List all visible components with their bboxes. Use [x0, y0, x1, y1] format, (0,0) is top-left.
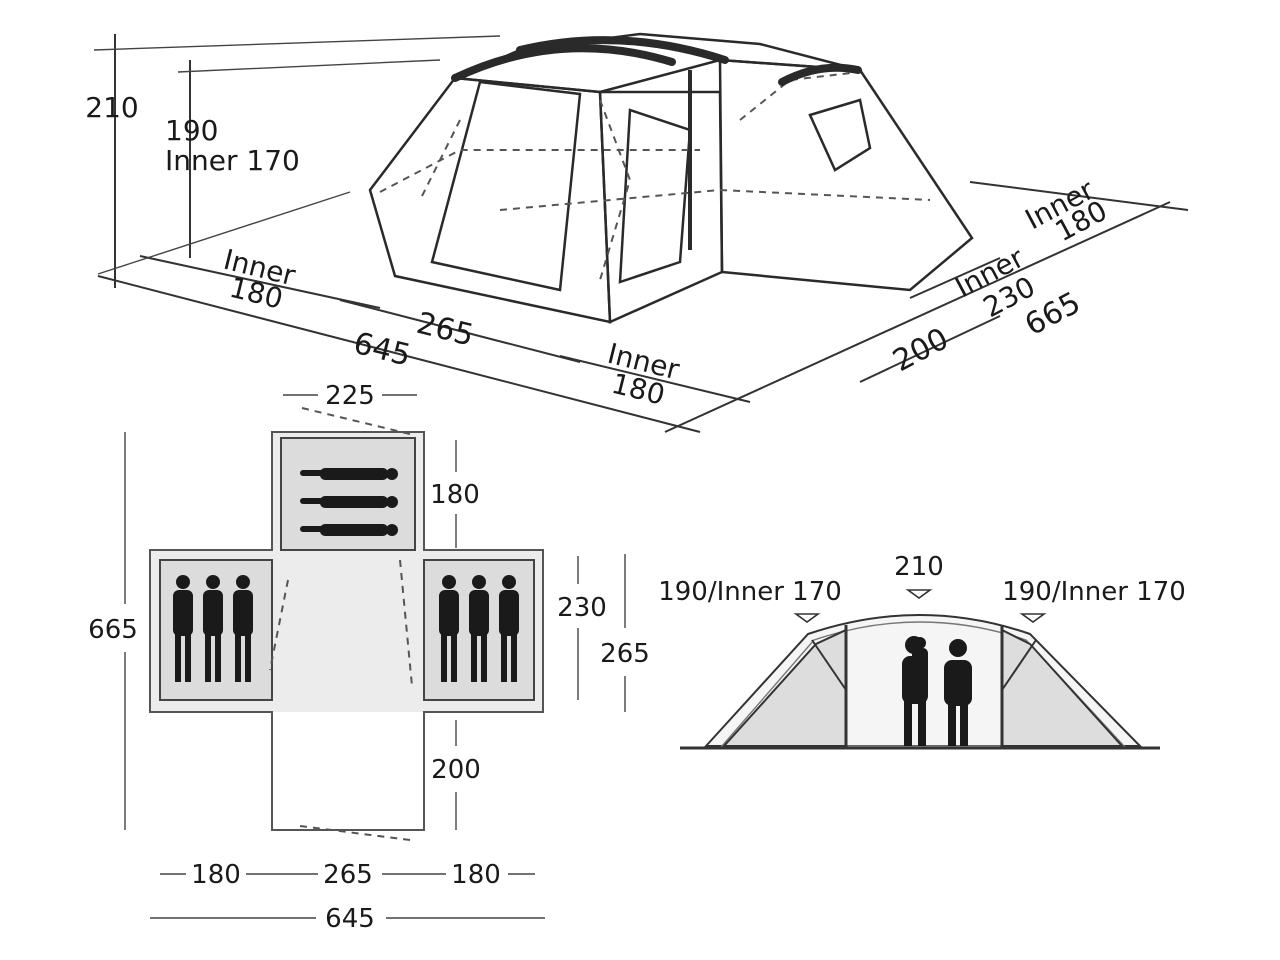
- label-top-width: 225: [325, 381, 375, 411]
- label-porch-200: 200: [431, 755, 481, 785]
- door-top: [301, 407, 411, 435]
- marker-right: [1019, 613, 1047, 623]
- floor-plan-labels: 225 180 665 230 265 200 180 265 180 645: [88, 381, 650, 934]
- dim-guide-base: [97, 191, 351, 275]
- label-right-porch: 200: [887, 321, 954, 379]
- label-side-265: 265: [600, 639, 650, 669]
- isometric-labels: 210 190 Inner 170 Inner 180 265 645 Inne…: [85, 91, 1112, 412]
- label-total-len: 645: [350, 326, 414, 374]
- right-inner-room: [1001, 628, 1125, 747]
- person-icon: [439, 575, 459, 682]
- tent-right-wing: [718, 58, 974, 292]
- adult-icon: [944, 639, 972, 746]
- label-bottom-mid: 265: [323, 860, 373, 890]
- label-total-height: 210: [85, 91, 138, 124]
- inner-dash-2: [499, 188, 931, 211]
- person-icon: [499, 575, 519, 682]
- sleeper-icons-left: [173, 575, 253, 682]
- tent-front-right-panel: [598, 90, 724, 324]
- left-inner-room: [721, 628, 847, 747]
- sleeper-icons-top: [300, 468, 398, 536]
- person-icon: [233, 575, 253, 682]
- dim-line-200: [859, 315, 1001, 383]
- dim-line-665: [664, 201, 1171, 433]
- inner-dash-4: [739, 71, 861, 121]
- door-right: [399, 559, 413, 687]
- right-strap: [1001, 639, 1037, 691]
- label-right-height: 190/Inner 170: [1002, 577, 1186, 607]
- roof-vent-window: [808, 98, 872, 172]
- marker-left: [793, 613, 821, 623]
- person-lying-icon: [300, 468, 398, 480]
- floor-outline: [149, 431, 544, 831]
- person-icon: [469, 575, 489, 682]
- person-lying-icon: [300, 524, 398, 536]
- label-total-depth: 665: [88, 615, 138, 645]
- dim-line-645: [97, 275, 701, 433]
- inner-dash-1: [379, 149, 700, 193]
- dim-line-inner-180-right: [969, 181, 1189, 211]
- sleeper-icons-right: [439, 575, 519, 682]
- label-inner-height-1: 190: [165, 114, 218, 147]
- side-window: [618, 108, 692, 284]
- dim-line-inner-230: [909, 257, 1001, 299]
- dim-line-inner-180-front: [559, 355, 751, 403]
- floor-plan: [124, 394, 626, 919]
- person-lying-icon: [300, 496, 398, 508]
- inner-dash-5: [419, 119, 461, 201]
- section-view: [680, 589, 1160, 750]
- dim-guide-210: [93, 35, 501, 51]
- person-icon: [203, 575, 223, 682]
- front-window: [430, 80, 582, 292]
- label-top-depth: 180: [430, 480, 480, 510]
- adult-with-child-icon: [902, 636, 928, 746]
- label-center-height: 210: [894, 552, 944, 582]
- inner-dash-3: [599, 99, 632, 281]
- person-icon: [173, 575, 193, 682]
- dim-line-265: [339, 299, 581, 363]
- section-labels: 210 190/Inner 170 190/Inner 170: [658, 552, 1186, 607]
- isometric-view: [93, 32, 1189, 433]
- door-porch: [299, 825, 411, 841]
- label-bottom-right: 180: [451, 860, 501, 890]
- dim-guide-190: [177, 59, 441, 73]
- porch-floor: [273, 712, 423, 829]
- people-silhouettes: [902, 636, 972, 746]
- label-left-height: 190/Inner 170: [658, 577, 842, 607]
- tent-front-left-panel: [368, 76, 612, 324]
- label-inner-height-2: Inner 170: [165, 144, 300, 177]
- label-bottom-left: 180: [191, 860, 241, 890]
- pole-middle: [516, 36, 729, 64]
- pole-front: [451, 44, 676, 82]
- label-side-230: 230: [557, 593, 607, 623]
- pole-rear: [778, 63, 862, 86]
- label-bottom-total: 645: [325, 904, 375, 934]
- marker-center: [905, 589, 933, 599]
- door-left: [269, 579, 289, 671]
- dim-line-inner-180-left: [139, 255, 381, 309]
- label-front-len: 265: [413, 306, 477, 354]
- left-strap: [811, 639, 847, 691]
